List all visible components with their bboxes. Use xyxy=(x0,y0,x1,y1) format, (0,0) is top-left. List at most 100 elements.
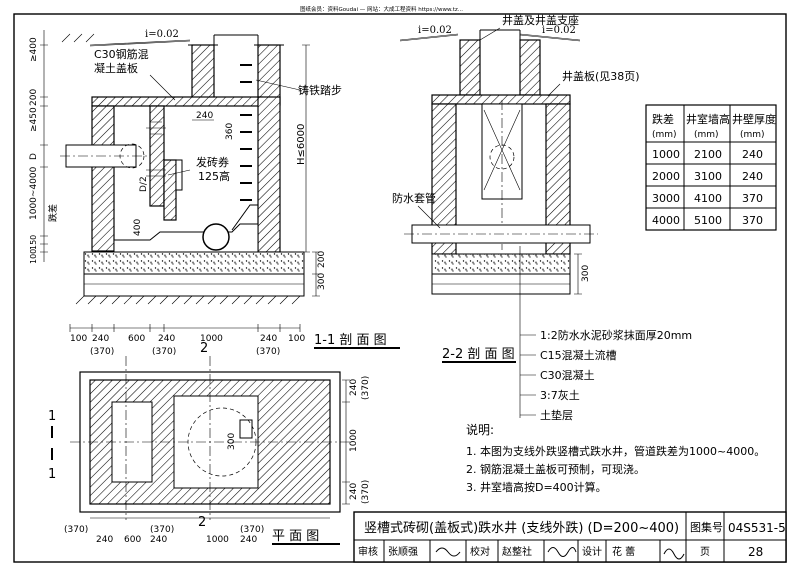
table-header-1: 跌差 xyxy=(652,112,674,126)
s1-bottom-dim-1: 100 xyxy=(70,334,87,344)
s2-dim-300: 300 xyxy=(581,265,591,282)
plan-title: 平 面 图 xyxy=(272,529,319,544)
s1-base-concrete xyxy=(83,251,305,275)
legend-layer-2: C15混凝土流槽 xyxy=(540,348,617,362)
legend-layer-4: 3:7灰土 xyxy=(540,388,580,402)
plan-cut-2-top: 2 xyxy=(200,341,208,356)
s1-left-dim-1: ≥400 xyxy=(29,37,39,62)
s1-bottom-dim-6: 240 xyxy=(260,334,277,344)
plan-bottom-dim-4: 1000 xyxy=(206,535,229,545)
s1-dim-400: 400 xyxy=(133,219,143,236)
designer-signature xyxy=(663,548,685,560)
s1-bottom-paren-3: (370) xyxy=(256,347,280,357)
plan-right-dim-1: 240 xyxy=(349,379,359,396)
design-label: 设计 xyxy=(582,545,602,558)
atlas-number: 04S531-5 xyxy=(728,521,786,535)
s1-left-dim-4: D xyxy=(29,153,39,160)
s1-drop-wall xyxy=(163,159,177,221)
s1-shaft-wall-right xyxy=(257,44,281,106)
title-block: 竖槽式砖砌(盖板式)跌水井 (支线外跌) (D=200~400) 图集号 04S… xyxy=(353,511,787,563)
note-item-1: 1. 本图为支线外跌竖槽式跌水井，管道跌差为1000~4000。 xyxy=(466,444,765,458)
s1-slope: i=0.02 xyxy=(145,29,179,40)
legend-layer-3: C30混凝土 xyxy=(540,368,595,382)
table-cell: 4100 xyxy=(694,192,722,205)
plan-dim-d: 300 xyxy=(227,433,237,450)
page-number: 28 xyxy=(748,545,763,559)
s1-left-dim-7: 150 xyxy=(29,235,38,250)
s1-bottom-dim-3: 600 xyxy=(128,334,145,344)
section-1-1: i=0.02 铸铁踏步 C30钢筋混 凝土盖板 xyxy=(29,29,400,357)
table-header-3: 井壁厚度 xyxy=(732,112,776,126)
s1-dim-d2: D/2 xyxy=(139,176,149,192)
plan-bottom-paren-3: (370) xyxy=(240,525,264,535)
s1-middle-wall xyxy=(149,105,165,207)
reviewer-name: 张顺强 xyxy=(388,546,418,558)
legend-layer-1: 1:2防水水泥砂浆抹面厚20mm xyxy=(540,328,692,342)
s1-bottom-dim-4: 240 xyxy=(158,334,175,344)
s1-cover-label-1: C30钢筋混 xyxy=(94,47,149,61)
s1-bottom-dim-2: 240 xyxy=(92,334,109,344)
legend-layer-5: 土垫层 xyxy=(540,408,573,422)
section-2-2: i=0.02 i=0.02 井盖及井盖支座 井盖板(见38页) 防水套管 300 xyxy=(392,13,640,418)
plan-bottom-paren-2: (370) xyxy=(150,525,174,535)
s1-dim-240: 240 xyxy=(196,111,213,121)
plan-bottom-dim-2: 600 xyxy=(124,535,141,545)
s1-left-dim-3: ≥450 xyxy=(29,107,39,132)
header-note: 图纸会员：资料Goudai — 网站：大成工程资料 https://www.tz… xyxy=(300,5,463,13)
title-block-title: 竖槽式砖砌(盖板式)跌水井 (支线外跌) (D=200~400) xyxy=(364,520,679,536)
s1-left-dim-8: 100 xyxy=(29,249,38,264)
table-cell: 4000 xyxy=(652,214,680,227)
s1-dim-360: 360 xyxy=(225,123,235,140)
s1-bottom-paren-2: (370) xyxy=(152,347,176,357)
s1-dim-h: H≤6000 xyxy=(296,124,307,165)
notes-heading: 说明: xyxy=(466,422,494,437)
drop-table: 跌差 井室墙高 井壁厚度 (mm) (mm) (mm) 1000 2100 24… xyxy=(645,104,777,231)
s1-title: 1-1 剖 面 图 xyxy=(314,333,387,348)
atlas-label: 图集号 xyxy=(690,520,723,534)
s2-cover-seat: 井盖及井盖支座 xyxy=(502,13,579,27)
plan-right-dim-3: 1000 xyxy=(349,429,359,452)
table-cell: 2000 xyxy=(652,170,680,183)
table-cell: 240 xyxy=(742,148,763,161)
review-label: 审核 xyxy=(358,545,378,558)
plan-right-dim-4: 240 xyxy=(349,483,359,500)
s2-title: 2-2 剖 面 图 xyxy=(442,347,515,362)
s1-bottom-dim-5: 1000 xyxy=(200,334,223,344)
s1-cover-label-2: 凝土盖板 xyxy=(94,61,138,75)
s1-arch-label-2: 125高 xyxy=(198,169,230,183)
plan-bottom-paren-1: (370) xyxy=(64,525,88,535)
table-unit-3: (mm) xyxy=(740,130,765,140)
plan-right-dim-2: (370) xyxy=(361,376,371,400)
table-cell: 3100 xyxy=(694,170,722,183)
s1-bottom-paren-1: (370) xyxy=(90,347,114,357)
s1-left-dim-5: 1000~4000 xyxy=(29,166,39,220)
s1-shaft-wall-left xyxy=(191,44,215,106)
plan-right-dim-5: (370) xyxy=(361,480,371,504)
s2-cover-plate xyxy=(431,94,571,105)
s1-dim-300: 300 xyxy=(317,273,327,290)
table-unit-1: (mm) xyxy=(652,130,677,140)
reviewer-signature xyxy=(435,547,461,557)
table-cell: 3000 xyxy=(652,192,680,205)
plan-bottom-dim-1: 240 xyxy=(96,535,113,545)
table-cell: 1000 xyxy=(652,148,680,161)
table-cell: 370 xyxy=(742,214,763,227)
s1-outlet-pipe xyxy=(202,223,230,251)
s2-slope-r: i=0.02 xyxy=(542,25,576,36)
s2-cover-plate-label: 井盖板(见38页) xyxy=(562,69,640,83)
s1-left-dim-6: 跌差 xyxy=(47,204,59,222)
s1-step-label: 铸铁踏步 xyxy=(298,83,342,97)
table-cell: 5100 xyxy=(694,214,722,227)
plan-cut-1-bottom: 1 xyxy=(48,467,56,482)
table-cell: 370 xyxy=(742,192,763,205)
s2-slope-l: i=0.02 xyxy=(418,25,452,36)
note-item-2: 2. 钢筋混凝土盖板可预制，可现浇。 xyxy=(466,462,645,476)
s1-chamber-wall-left xyxy=(91,105,115,252)
note-item-3: 3. 井室墙高按D=400计算。 xyxy=(466,480,607,494)
s1-bottom-dim-7: 100 xyxy=(288,334,305,344)
notes: 说明: 1. 本图为支线外跌竖槽式跌水井，管道跌差为1000~4000。 2. … xyxy=(466,422,765,494)
s1-arch-label-1: 发砖券 xyxy=(196,155,229,169)
plan-bottom-dim-5: 240 xyxy=(240,535,257,545)
table-unit-2: (mm) xyxy=(694,130,719,140)
